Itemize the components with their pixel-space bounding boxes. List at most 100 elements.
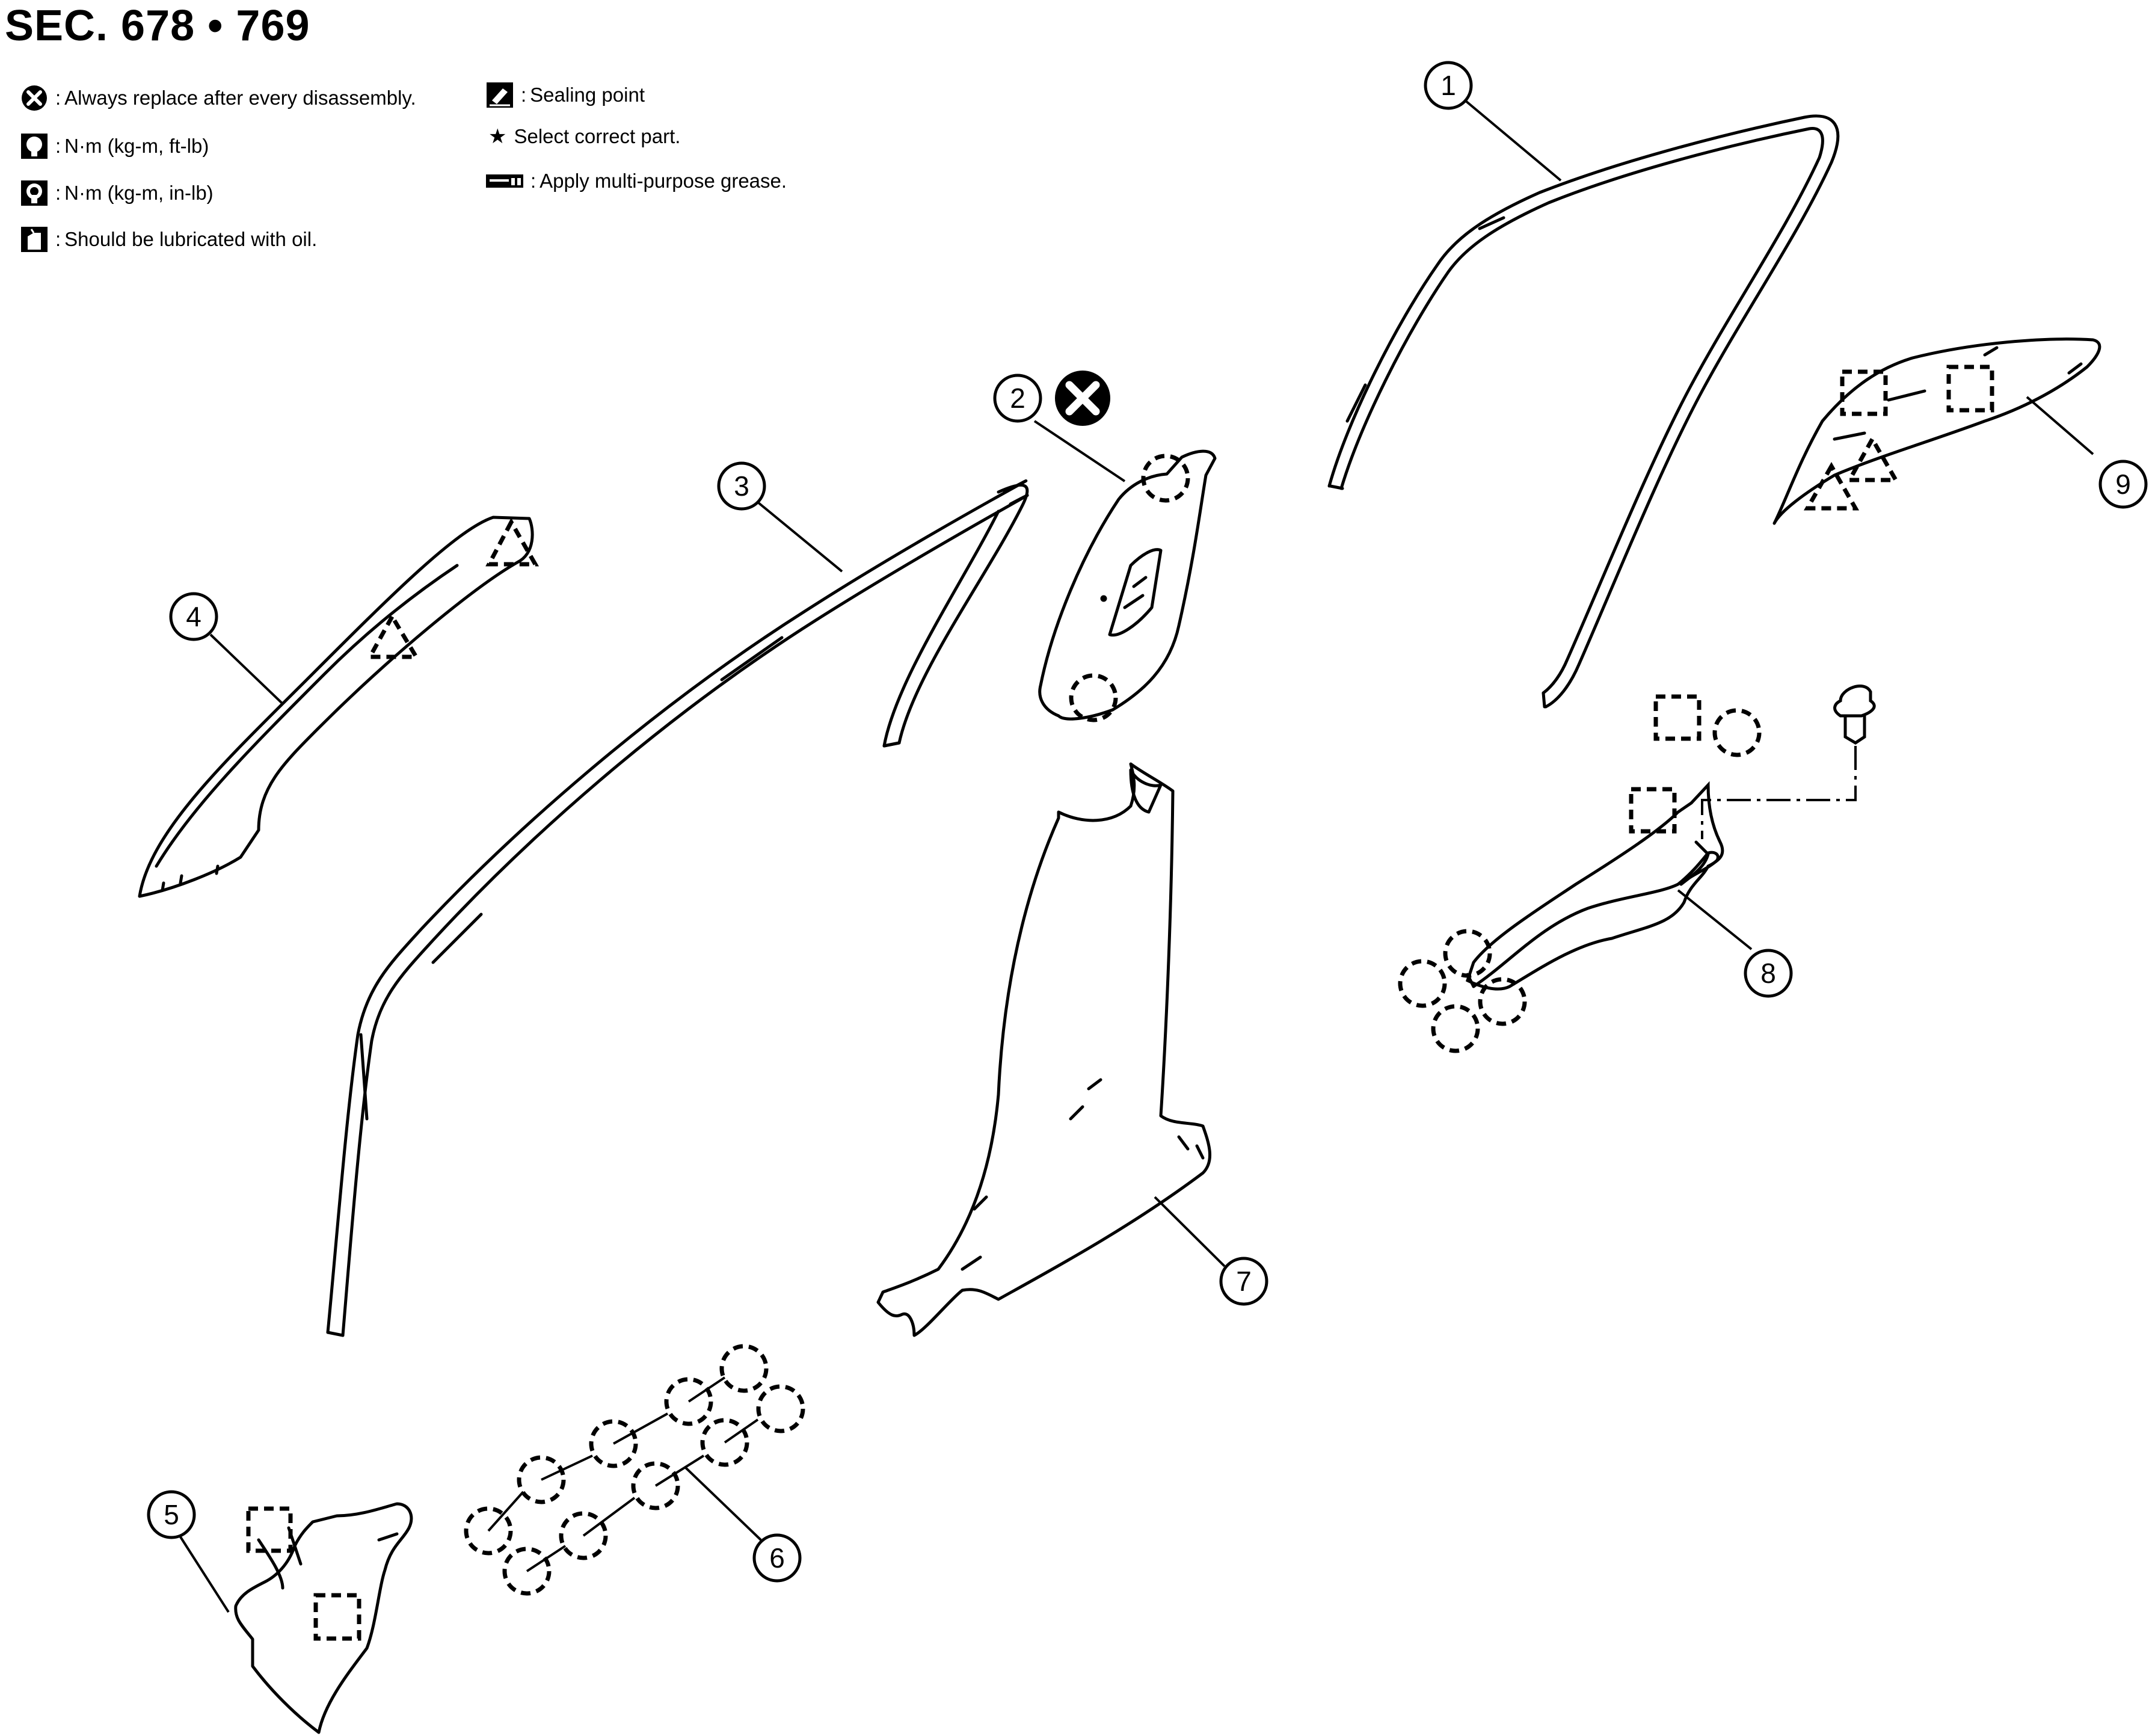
oil-can-icon (21, 227, 48, 252)
svg-text:5: 5 (164, 1499, 179, 1530)
callout-2: 2 (993, 374, 1042, 423)
callout-7: 7 (1219, 1257, 1268, 1306)
part-1-weatherstrip (1327, 114, 1840, 709)
circle-clip (1141, 454, 1190, 503)
circle-clip (502, 1547, 552, 1596)
legend-separator: : (55, 87, 61, 109)
callouts: 1 2 3 4 5 6 (147, 61, 2148, 1583)
circle-clip (559, 1511, 608, 1560)
square-clip (313, 1593, 361, 1641)
circle-clip (631, 1461, 680, 1510)
circle-clip (517, 1455, 566, 1504)
legend-torque-in-lb-text: N·m (kg-m, in-lb) (64, 182, 214, 204)
legend-sealing-point: : Sealing point (485, 81, 645, 109)
circle-clip (664, 1377, 713, 1426)
svg-text:1: 1 (1440, 70, 1456, 101)
triangle-clip (1846, 434, 1900, 482)
leader-9 (2026, 396, 2094, 455)
clip-markers (246, 365, 1994, 1641)
legend-select-part-text: Select correct part. (514, 125, 681, 147)
svg-text:2: 2 (1010, 383, 1025, 414)
svg-text:8: 8 (1760, 958, 1776, 989)
svg-text:7: 7 (1236, 1266, 1252, 1297)
leader-3 (757, 501, 843, 573)
square-clip (1653, 694, 1702, 741)
leader-5 (179, 1536, 230, 1613)
circle-clip (1712, 708, 1762, 757)
circle-clip (756, 1384, 805, 1433)
x-circle-icon (1055, 371, 1110, 426)
circle-clip (589, 1419, 638, 1468)
legend-apply-grease: : Apply multi-purpose grease. (485, 167, 787, 195)
callout-1: 1 (1424, 61, 1473, 110)
legend-torque-ft-lb: : N·m (kg-m, ft-lb) (19, 132, 209, 160)
callout-8: 8 (1744, 949, 1793, 998)
leader-2 (1033, 420, 1126, 482)
part-2-pillar-garnish (1038, 449, 1217, 721)
circle-clip (1443, 929, 1492, 978)
square-clip (1629, 787, 1677, 834)
circle-clip (1478, 977, 1527, 1026)
legend-select-part: ★ Select correct part. (488, 125, 680, 149)
square-clip (1946, 365, 1994, 413)
legend-separator: : (530, 170, 536, 192)
part-5-dash-side-finisher (234, 1502, 413, 1734)
leader-1 (1460, 96, 1562, 182)
grease-icon (486, 174, 523, 188)
callout-9: 9 (2098, 460, 2148, 509)
legend-separator: : (521, 84, 527, 106)
legend-sealing-point-text: Sealing point (530, 84, 645, 106)
square-clip (1840, 369, 1888, 416)
callout-5: 5 (147, 1490, 196, 1539)
legend-always-replace-text: Always replace after every disassembly. (64, 87, 416, 109)
section-title: SEC. 678 • 769 (5, 2, 310, 50)
part-7-center-pillar-garnish (876, 762, 1212, 1337)
circle-clip (464, 1506, 513, 1556)
svg-text:3: 3 (734, 470, 749, 502)
triangle-clip (366, 612, 420, 659)
circle-clip (1431, 1004, 1480, 1053)
legend-separator: : (55, 135, 61, 157)
leader-lines (179, 96, 2094, 1613)
legend-separator: : (55, 182, 61, 204)
square-clip (246, 1506, 293, 1553)
callout-4: 4 (169, 592, 218, 641)
part-8-rear-trim (1466, 840, 1720, 988)
legend-always-replace: : Always replace after every disassembly… (19, 84, 416, 112)
x-circle-icon (22, 85, 47, 111)
callout-3: 3 (717, 461, 766, 511)
star-icon: ★ (488, 125, 507, 148)
legend-lubricate-oil-text: Should be lubricated with oil. (64, 228, 318, 250)
sealing-point-icon (487, 82, 513, 108)
part-4-front-pillar-garnish (138, 516, 534, 898)
legend-lubricate-oil: : Should be lubricated with oil. (19, 226, 317, 253)
leader-6 (684, 1467, 762, 1541)
part-9-rear-pillar-garnish (1772, 337, 2101, 525)
part-8-body (1465, 781, 1724, 991)
torque-wrench-icon (21, 134, 48, 159)
legend-torque-ft-lb-text: N·m (kg-m, ft-lb) (64, 135, 209, 157)
circle-clip (700, 1418, 749, 1467)
leader-7 (1154, 1196, 1226, 1267)
clip-leader-line (1701, 746, 1857, 839)
push-clip (1833, 685, 1876, 745)
triangle-clip (485, 517, 540, 567)
legend-torque-in-lb: : N·m (kg-m, in-lb) (19, 179, 214, 207)
svg-text:6: 6 (769, 1542, 785, 1574)
circle-clip (1069, 673, 1118, 722)
part-6-connectors (487, 1376, 759, 1572)
leader-8 (1677, 889, 1753, 950)
leader-4 (209, 633, 284, 705)
triangle-clip (1803, 461, 1860, 511)
svg-text:9: 9 (2115, 469, 2131, 500)
torque-wrench-filled-icon (21, 180, 48, 206)
part-3-weatherstrip (326, 479, 1029, 1337)
legend-apply-grease-text: Apply multi-purpose grease. (540, 170, 787, 192)
circle-clip (719, 1344, 769, 1393)
circle-clip (1398, 959, 1447, 1008)
legend-separator: : (55, 228, 61, 250)
svg-text:4: 4 (186, 601, 201, 632)
callout-6: 6 (752, 1533, 802, 1583)
